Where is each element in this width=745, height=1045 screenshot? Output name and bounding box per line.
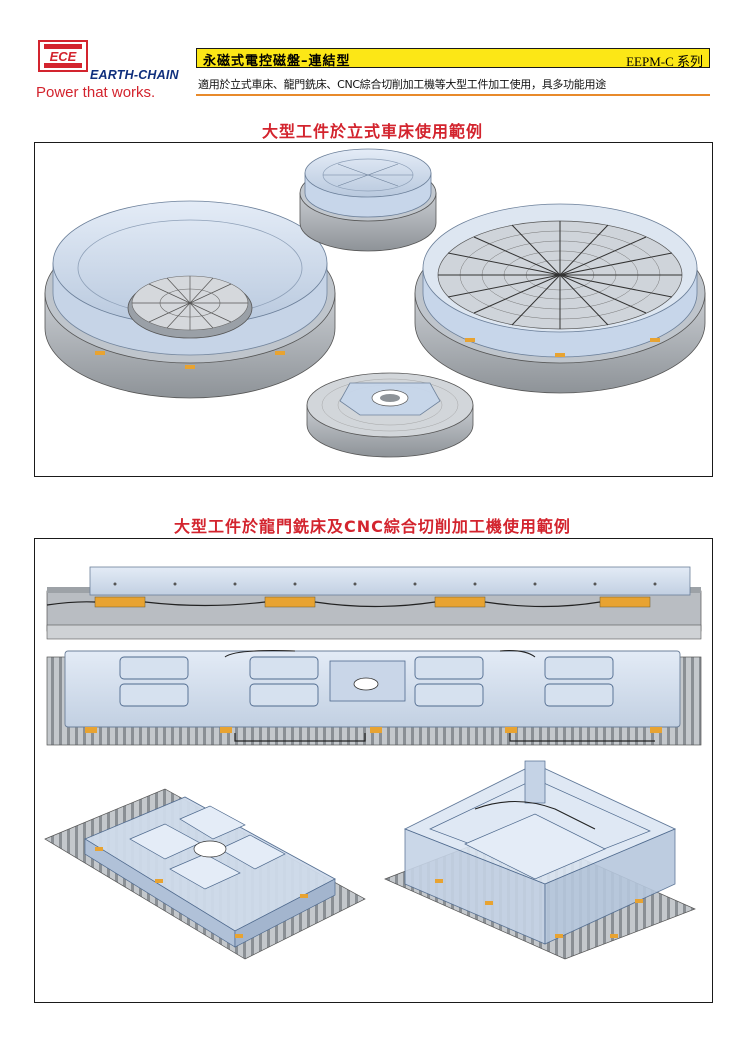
brand-tagline: Power that works. [36,84,156,101]
milling-illustration [44,566,702,960]
lathe-illustration [44,148,706,458]
radial-grid-chuck [414,203,706,394]
lathe-example-panel [34,142,713,477]
brand-name: EARTH-CHAIN [90,68,179,82]
gantry-side-view [46,566,702,640]
series-label: EEPM-C 系列 [626,54,703,69]
milling-example-panel [34,538,713,1003]
page-subtitle: 適用於立式車床、龍門銑床、CNC綜合切削加工機等大型工件加工使用，具多功能用途 [198,78,606,91]
small-ring-chuck [299,148,437,252]
ece-logo-icon: ECE [38,40,88,72]
header-divider [196,94,710,96]
gantry-top-view [46,650,702,746]
title-bar: 永磁式電控磁盤–連結型 EEPM-C 系列 [196,48,710,69]
brand-logo: ECE EARTH-CHAIN Power that works. [36,40,188,102]
milling-fixture-isometric [44,788,366,960]
small-workholding-chuck [306,372,474,458]
section-title-milling: 大型工件於龍門銑床及CNC綜合切削加工機使用範例 [174,517,571,536]
large-ring-chuck [44,200,336,399]
section-title-lathe: 大型工件於立式車床使用範例 [261,122,483,141]
page-title: 永磁式電控磁盤–連結型 [203,54,351,69]
svg-text:ECE: ECE [50,49,77,64]
cnc-frame-isometric [384,760,696,960]
